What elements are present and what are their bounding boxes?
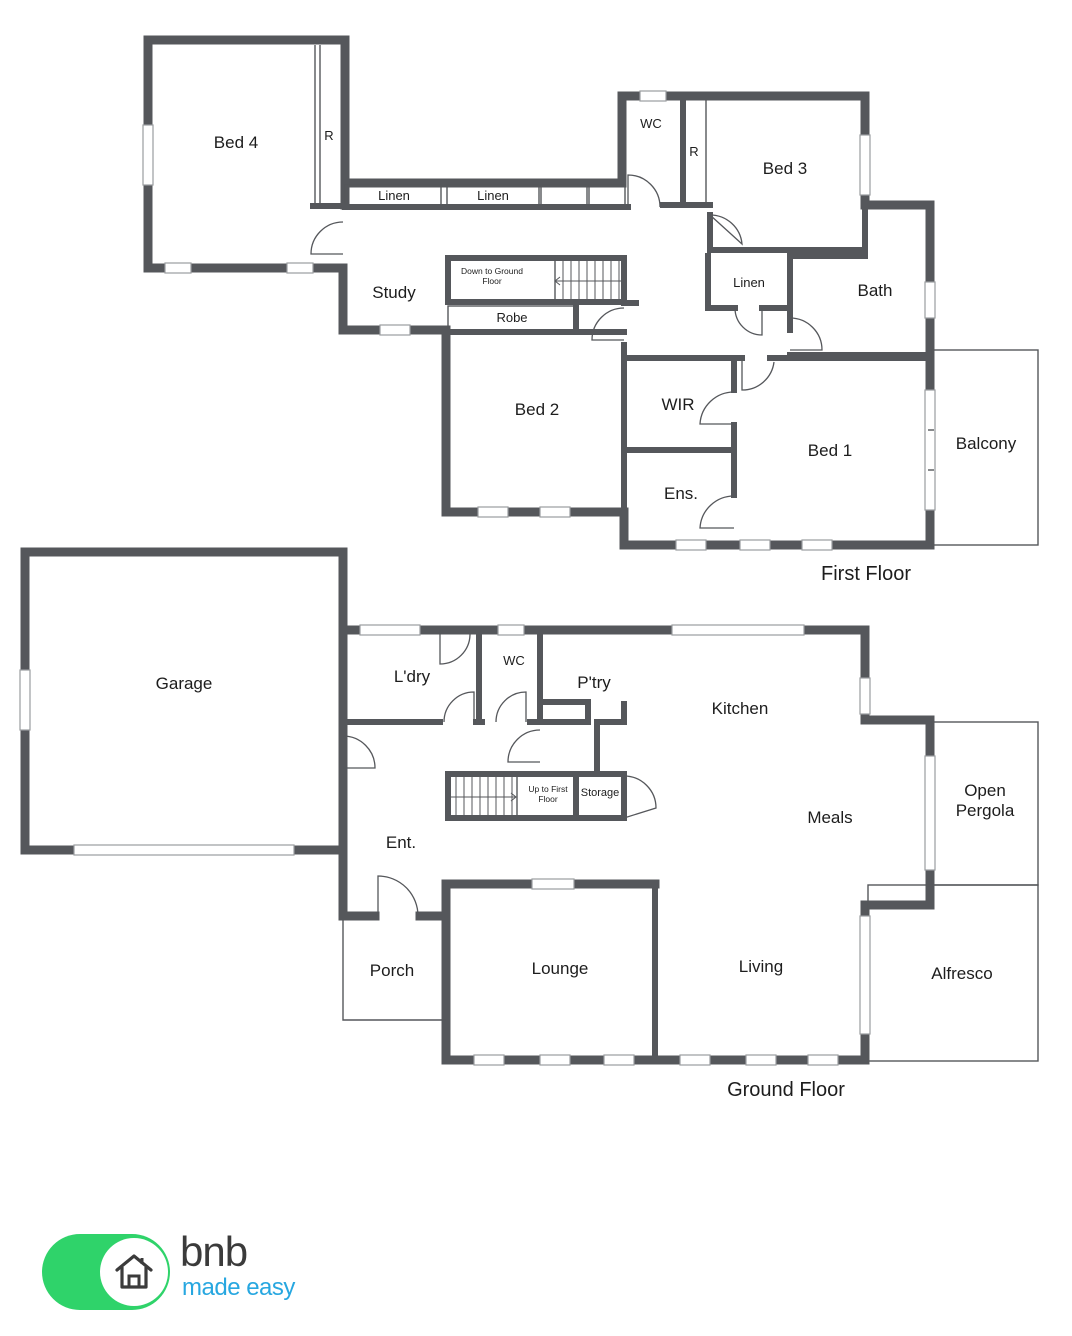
room-label-ens: Ens. xyxy=(664,484,698,503)
room-label-robe-bed3: R xyxy=(689,144,698,159)
logo-tagline: made easy xyxy=(182,1274,295,1301)
room-label-porch: Porch xyxy=(370,961,414,980)
logo-circle xyxy=(100,1238,168,1306)
room-label-bed4: Bed 4 xyxy=(214,133,258,152)
brand-logo: bnb made easy xyxy=(42,1228,322,1312)
room-label-wc-ground: WC xyxy=(503,653,525,668)
garage-wall xyxy=(20,547,348,855)
room-label-bed3: Bed 3 xyxy=(763,159,807,178)
room-label-linen-a: Linen xyxy=(378,188,410,203)
floor-title-ground: Ground Floor xyxy=(727,1079,845,1101)
room-label-bed1: Bed 1 xyxy=(808,441,852,460)
room-label-robe-bed2: Robe xyxy=(496,310,527,325)
room-label-storage: Storage xyxy=(581,787,620,799)
room-label-garage: Garage xyxy=(156,674,213,693)
floor-title-first: First Floor xyxy=(821,563,911,585)
room-label-open-pergola: Open Pergola xyxy=(955,781,1015,820)
room-label-linen-c: Linen xyxy=(733,275,765,290)
storage-cupboard xyxy=(573,771,627,821)
room-label-robe-bed4: R xyxy=(324,128,333,143)
room-label-bath: Bath xyxy=(858,281,893,300)
logo-brand-text: bnb xyxy=(180,1228,248,1275)
stairs-down xyxy=(445,255,627,305)
room-label-alfresco: Alfresco xyxy=(931,964,992,983)
room-label-laundry: L'dry xyxy=(394,667,431,686)
room-label-wir: WIR xyxy=(661,395,694,414)
room-label-stairs-up: Up to First Floor xyxy=(528,784,568,804)
room-label-stairs-down: Down to Ground Floor xyxy=(461,266,523,286)
room-label-balcony: Balcony xyxy=(956,434,1017,453)
room-label-study: Study xyxy=(372,283,416,302)
room-label-wc-first: WC xyxy=(640,116,662,131)
ground-floor xyxy=(19,547,1039,1066)
porch-outline xyxy=(342,920,446,1021)
room-label-living: Living xyxy=(739,957,783,976)
room-label-lounge: Lounge xyxy=(532,959,589,978)
room-label-linen-b: Linen xyxy=(477,188,509,203)
room-label-pantry: P'try xyxy=(577,673,611,692)
room-label-meals: Meals xyxy=(807,808,852,827)
room-label-bed2: Bed 2 xyxy=(515,400,559,419)
first-floor xyxy=(142,35,1039,551)
house-icon xyxy=(115,1254,153,1289)
room-label-kitchen: Kitchen xyxy=(712,699,769,718)
ground-floor-outer-wall xyxy=(338,625,935,1065)
room-label-entry: Ent. xyxy=(386,833,416,852)
first-floor-outer-wall xyxy=(143,35,935,550)
